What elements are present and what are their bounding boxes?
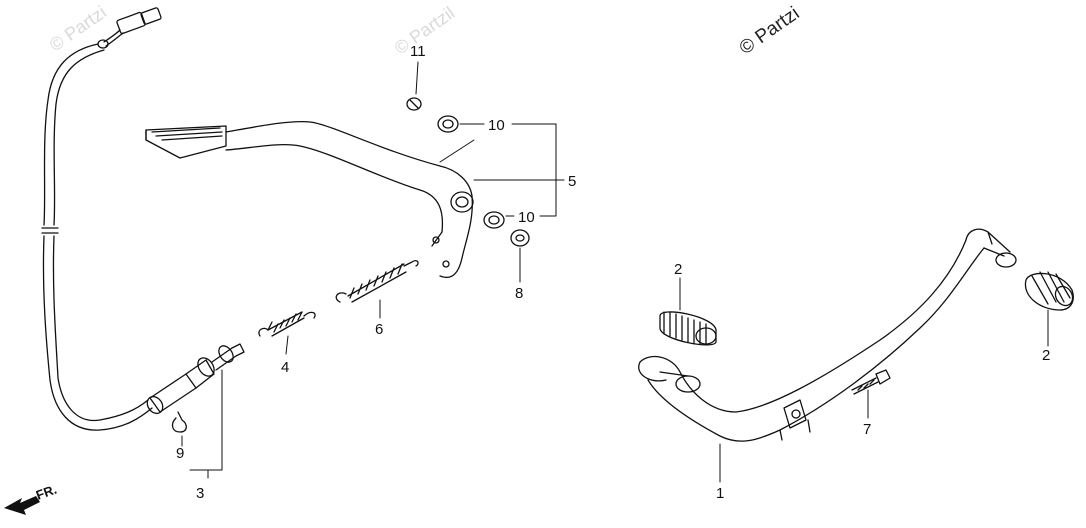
- rubber-peg-left: [659, 311, 717, 346]
- leader-lines: [181, 61, 1049, 483]
- callout-8: 8: [515, 285, 523, 302]
- large-spring: [335, 260, 419, 303]
- callout-11: 11: [410, 43, 426, 60]
- callout-4: 4: [281, 359, 289, 376]
- callout-2-left: 2: [674, 261, 682, 278]
- seal-lower: [483, 211, 505, 229]
- brake-pedal: [145, 120, 474, 279]
- rubber-peg-right: [1024, 271, 1074, 311]
- switch-clip: [171, 411, 187, 433]
- callout-1: 1: [716, 485, 724, 502]
- front-direction-marker: FR.: [4, 482, 59, 515]
- watermark-right: © Partzi: [736, 3, 804, 59]
- switch-wire: [41, 43, 153, 431]
- callout-5: 5: [568, 173, 576, 190]
- callout-9: 9: [176, 445, 184, 462]
- callout-2-right: 2: [1042, 347, 1050, 364]
- seal-upper: [437, 115, 459, 133]
- switch-connector: [97, 7, 162, 49]
- callout-10-upper: 10: [488, 117, 505, 134]
- stop-switch: [146, 343, 245, 415]
- front-direction-label: FR.: [34, 482, 59, 503]
- callout-10-lower: 10: [518, 209, 535, 226]
- bolt: [851, 369, 891, 395]
- callout-6: 6: [375, 321, 383, 338]
- small-spring: [258, 311, 316, 337]
- callout-3: 3: [196, 485, 204, 502]
- callout-7: 7: [863, 421, 871, 438]
- change-pedal: [638, 228, 1017, 442]
- clip-11: [406, 97, 422, 111]
- washer: [510, 229, 530, 247]
